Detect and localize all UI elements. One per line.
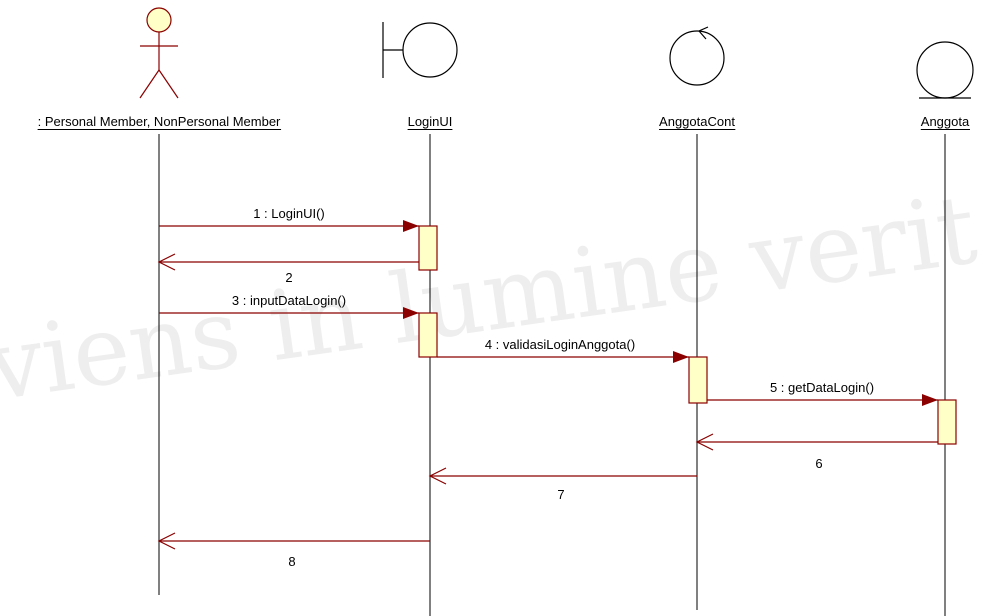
activations — [418, 225, 957, 445]
control-icon — [669, 26, 725, 86]
entity-icon — [916, 41, 974, 99]
actor-icon — [139, 7, 179, 99]
activation-loginui-2 — [418, 312, 438, 358]
message-label-7: 7 — [557, 487, 564, 502]
message-7 — [428, 467, 697, 485]
message-2 — [157, 253, 419, 271]
watermark: Serviens in lumine veritatis — [0, 149, 981, 446]
message-label-3: 3 : inputDataLogin() — [232, 293, 346, 308]
boundary-icon — [382, 22, 458, 78]
messages — [157, 220, 938, 550]
message-label-4: 4 : validasiLoginAnggota() — [485, 337, 635, 352]
message-5 — [707, 394, 938, 406]
message-label-8: 8 — [288, 554, 295, 569]
lifelines — [158, 134, 946, 616]
message-1 — [159, 220, 419, 232]
message-4 — [437, 351, 689, 363]
message-label-1: 1 : LoginUI() — [253, 206, 325, 221]
message-8 — [157, 532, 430, 550]
lifeline-label-loginui: LoginUI — [408, 114, 453, 129]
message-label-2: 2 — [285, 270, 292, 285]
activation-loginui-1 — [418, 225, 438, 271]
lifeline-label-actor: : Personal Member, NonPersonal Member — [38, 114, 281, 129]
message-labels: 1 : LoginUI() 2 3 : inputDataLogin() 4 :… — [232, 206, 874, 569]
message-3 — [159, 307, 419, 319]
watermark-text: Serviens in lumine veritatis — [0, 149, 981, 446]
activation-anggota — [937, 399, 957, 445]
activation-anggotacont — [688, 356, 708, 404]
message-label-5: 5 : getDataLogin() — [770, 380, 874, 395]
lifeline-label-anggotacont: AnggotaCont — [659, 114, 735, 129]
lifeline-labels: : Personal Member, NonPersonal Member Lo… — [38, 114, 970, 129]
message-label-6: 6 — [815, 456, 822, 471]
lifeline-label-anggota: Anggota — [921, 114, 970, 129]
message-6 — [695, 433, 938, 451]
